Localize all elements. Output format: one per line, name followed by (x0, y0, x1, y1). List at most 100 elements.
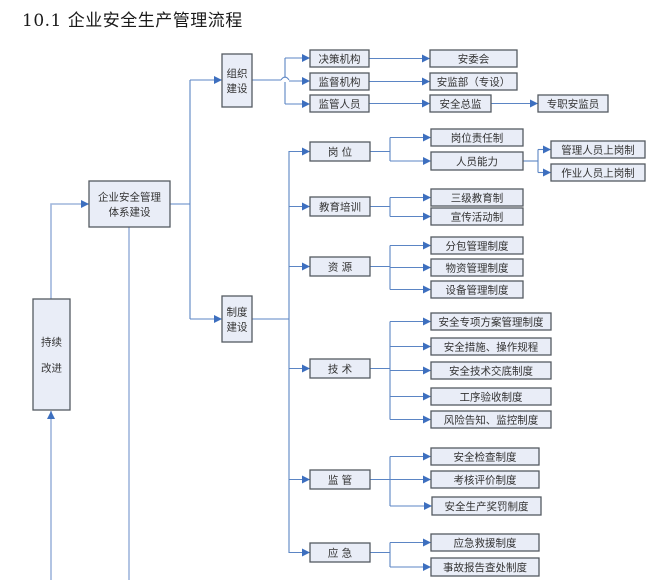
node-box (429, 49, 518, 68)
node-box (430, 128, 524, 147)
arrow-right-icon (302, 262, 310, 271)
arrow-right-icon (302, 77, 310, 85)
node-label: 体系建设 (109, 206, 151, 219)
node-box (430, 387, 552, 406)
node-label: 建设 (227, 82, 248, 95)
line-hop (280, 76, 290, 81)
node-box (430, 188, 524, 207)
node-label: 持续 (41, 336, 62, 349)
arrow-right-icon (423, 157, 431, 165)
node-box (32, 298, 71, 411)
node-box (221, 53, 253, 108)
node-box (430, 280, 524, 299)
node-label: 资 源 (328, 261, 353, 274)
node-box (430, 236, 524, 255)
arrow-right-icon (302, 54, 310, 62)
connectors (47, 54, 551, 580)
node-label: 技 术 (328, 363, 353, 376)
node-box (429, 72, 518, 91)
node-box (431, 496, 542, 516)
node-box (537, 94, 609, 113)
arrow-right-icon (422, 54, 430, 63)
arrow-right-icon (543, 168, 551, 177)
node-box (430, 337, 552, 356)
node-box (309, 358, 371, 379)
node-label: 安全措施、操作规程 (444, 341, 539, 354)
arrow-right-icon (422, 99, 430, 108)
arrow-right-icon (302, 548, 310, 557)
node-box (309, 469, 371, 490)
node-box (550, 163, 646, 182)
arrow-right-icon (423, 366, 431, 375)
node-label: 岗位责任制 (451, 132, 504, 145)
arrow-right-icon (423, 212, 431, 221)
node-publicity: 宣传活动制 (430, 207, 524, 226)
node-label: 事故报告查处制度 (443, 561, 527, 574)
node-box (309, 72, 370, 91)
node-safety-dept: 安监部（专设） (429, 72, 518, 91)
node-box (309, 542, 371, 563)
node-label: 工序验收制度 (460, 391, 523, 404)
node-assessment: 考核评价制度 (430, 470, 540, 489)
node-box (430, 207, 524, 226)
node-label: 物资管理制度 (446, 262, 509, 275)
node-equipment-mgmt: 设备管理制度 (430, 280, 524, 299)
node-label: 安全总监 (440, 98, 482, 111)
arrow-right-icon (302, 147, 310, 156)
arrow-right-icon (543, 145, 551, 154)
arrow-right-icon (81, 200, 89, 208)
node-box (430, 410, 552, 429)
node-post: 岗 位 (309, 141, 371, 162)
arrow-right-icon (423, 317, 431, 326)
page-title: 10.1 企业安全生产管理流程 (22, 11, 243, 31)
node-box (430, 557, 540, 577)
arrow-up-icon (47, 411, 55, 419)
node-decision-body: 决策机构 (309, 49, 370, 68)
node-worker-cert: 作业人员上岗制 (550, 163, 646, 182)
node-label: 安全专项方案管理制度 (439, 316, 544, 329)
node-safety-director: 安全总监 (429, 94, 492, 113)
arrow-right-icon (302, 202, 310, 211)
node-staff-capability: 人员能力 (430, 151, 524, 171)
node-box (309, 256, 371, 277)
node-post-responsibility: 岗位责任制 (430, 128, 524, 147)
arrow-right-icon (423, 392, 431, 401)
arrow-right-icon (423, 475, 431, 484)
node-accident-report: 事故报告查处制度 (430, 557, 540, 577)
node-label: 安委会 (458, 53, 490, 66)
node-label: 管理人员上岗制 (561, 144, 635, 157)
node-supervision: 监 管 (309, 469, 371, 490)
node-label: 改进 (41, 362, 62, 375)
node-emergency: 应 急 (309, 542, 371, 563)
node-box (88, 180, 171, 228)
arrow-right-icon (423, 563, 431, 571)
node-three-level-edu: 三级教育制 (430, 188, 524, 207)
node-technology: 技 术 (309, 358, 371, 379)
node-fulltime-inspector: 专职安监员 (537, 94, 609, 113)
node-label: 组织 (227, 67, 248, 80)
arrow-right-icon (423, 133, 431, 142)
arrow-right-icon (423, 538, 431, 547)
node-label: 作业人员上岗制 (561, 167, 635, 180)
arrow-right-icon (302, 364, 310, 373)
feedback-to-system-line (50, 203, 89, 299)
arrow-right-icon (423, 342, 431, 351)
node-label: 安监部（专设） (437, 76, 511, 89)
node-box (430, 151, 524, 171)
node-label: 宣传活动制 (451, 211, 504, 224)
arrow-right-icon (302, 100, 310, 108)
arrow-right-icon (214, 315, 222, 323)
node-training: 教育培训 (309, 196, 371, 217)
node-box (309, 94, 370, 113)
node-safety-committee: 安委会 (429, 49, 518, 68)
node-material-mgmt: 物资管理制度 (430, 258, 524, 277)
node-label: 制度 (227, 306, 248, 319)
node-label: 安全检查制度 (454, 451, 517, 464)
node-label: 建设 (227, 321, 248, 334)
node-box (430, 447, 540, 466)
node-safety-inspection: 安全检查制度 (430, 447, 540, 466)
node-box (430, 361, 552, 380)
